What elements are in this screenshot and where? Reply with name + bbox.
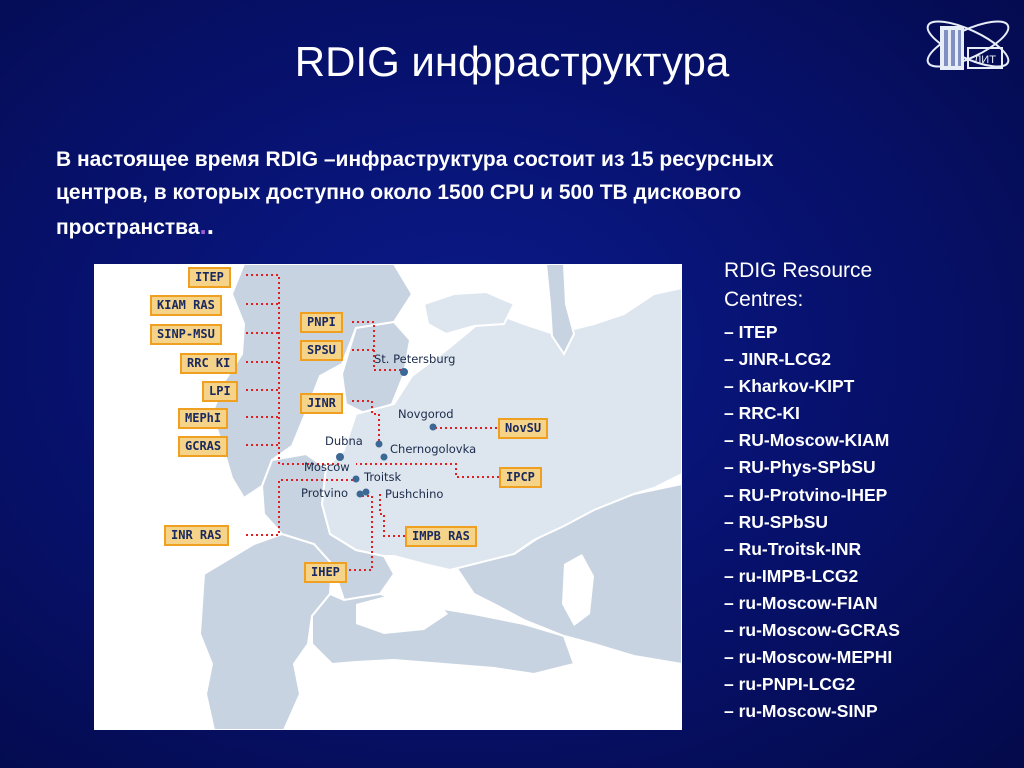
dot-dubna [375, 440, 383, 448]
institute-logo-icon: ЛИТ [926, 20, 1010, 70]
dot-novgorod [429, 423, 437, 431]
intro-dots: .. [199, 210, 214, 240]
resource-centres-list: – ITEP – JINR-LCG2 – Kharkov-KIPT – RRC-… [724, 319, 900, 725]
intro-line-2: центров, в которых доступно около 1500 C… [56, 181, 742, 204]
tag-jinr: JINR [300, 393, 343, 414]
city-pushchino: Pushchino [385, 487, 444, 501]
tag-ipcp: IPCP [499, 467, 542, 488]
list-item: – ru-IMPB-LCG2 [724, 565, 859, 586]
list-item: – RU-SPbSU [724, 511, 829, 532]
city-novgorod: Novgorod [398, 407, 454, 421]
map-background [94, 264, 682, 730]
list-item: – ITEP [724, 322, 778, 342]
city-chernogolovka: Chernogolovka [390, 442, 477, 456]
tag-rrcki: RRC KI [180, 353, 238, 374]
city-dubna: Dubna [325, 434, 363, 448]
tag-spsu: SPSU [300, 340, 343, 361]
dot-protvino [356, 490, 364, 498]
city-troitsk: Troitsk [364, 470, 402, 484]
tag-novsu: NovSU [498, 418, 549, 439]
tag-inr: INR RAS [164, 525, 229, 546]
dot-chernogolovka [380, 453, 388, 461]
list-item: – ru-Moscow-MEPHI [724, 647, 893, 668]
list-item: – ru-Moscow-SINP [724, 701, 878, 722]
list-item: – RU-Protvino-IHEP [724, 484, 888, 505]
list-item: – RU-Moscow-KIAM [724, 430, 890, 451]
list-item: – RRC-KI [724, 403, 800, 424]
city-moscow: Moscow [304, 460, 350, 474]
list-item: – RU-Phys-SPbSU [724, 457, 876, 478]
intro-paragraph: В настоящее время RDIG –инфраструктура с… [56, 143, 956, 244]
tag-impb: IMPB RAS [405, 526, 477, 547]
tag-sinp: SINP-MSU [150, 324, 222, 345]
city-stpetersburg: St. Petersburg [374, 352, 456, 366]
tag-lpi: LPI [202, 381, 238, 402]
tag-gcras: GCRAS [178, 436, 229, 457]
leader-lines [246, 274, 499, 571]
city-dots [336, 368, 437, 498]
intro-line-1: В настоящее время RDIG –инфраструктура с… [56, 148, 774, 171]
tag-pnpi: PNPI [300, 312, 343, 333]
resource-centres-heading-line-2: Centres: [724, 288, 804, 311]
dot-stpetersburg [400, 368, 408, 376]
dot-moscow [336, 453, 344, 461]
logo-text: ЛИТ [974, 54, 996, 66]
intro-line-3: пространства [56, 216, 200, 239]
list-item: – ru-Moscow-FIAN [724, 592, 878, 613]
tag-kiam: KIAM RAS [150, 295, 222, 316]
list-item: – Kharkov-KIPT [724, 376, 855, 397]
list-item: – Ru-Troitsk-INR [724, 538, 862, 559]
resource-centres-heading-line-1: RDIG Resource [724, 259, 873, 282]
slide-title: RDIG инфраструктура [294, 38, 730, 85]
tag-mephi: MEPhI [178, 408, 229, 429]
tag-itep: ITEP [188, 267, 231, 288]
rdig-map: ITEP KIAM RAS SINP-MSU RRC KI LPI MEPhI … [94, 264, 682, 730]
city-protvino: Protvino [301, 486, 349, 500]
list-item: – ru-Moscow-GCRAS [724, 620, 900, 641]
list-item: – ru-PNPI-LCG2 [724, 674, 856, 695]
resource-centres-heading: RDIG Resource Centres: [724, 256, 984, 314]
tag-ihep: IHEP [304, 562, 347, 583]
list-item: – JINR-LCG2 [724, 349, 831, 370]
dot-pushchino [362, 488, 370, 496]
dot-troitsk [352, 475, 360, 483]
